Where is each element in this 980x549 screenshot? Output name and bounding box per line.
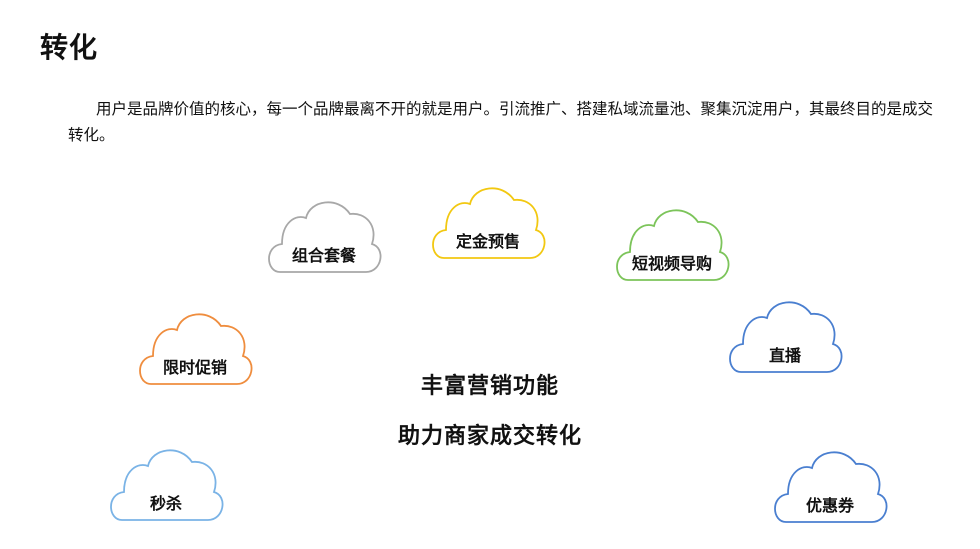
cloud-label: 秒杀 — [149, 494, 182, 513]
cloud-label: 定金预售 — [455, 232, 520, 251]
cloud-shape — [729, 301, 843, 373]
cloud-live-stream: 直播 — [723, 292, 847, 376]
cloud-label: 直播 — [768, 346, 801, 365]
cloud-shape — [268, 201, 382, 273]
cloud-coupon: 优惠券 — [768, 442, 892, 526]
cloud-label: 组合套餐 — [291, 246, 356, 265]
cloud-shape — [616, 209, 730, 281]
cloud-shape — [139, 313, 253, 385]
cloud-shape — [774, 451, 888, 523]
cloud-label: 限时促销 — [162, 358, 227, 377]
page-title: 转化 — [40, 31, 99, 64]
cloud-label: 优惠券 — [805, 496, 854, 515]
center-heading-line2: 助力商家成交转化 — [397, 424, 582, 449]
cloud-flash-sale: 秒杀 — [104, 440, 228, 524]
cloud-shape — [432, 187, 546, 259]
cloud-combo-package: 组合套餐 — [262, 192, 386, 276]
cloud-deposit-presale: 定金预售 — [426, 178, 550, 262]
cloud-shape — [110, 449, 224, 521]
cloud-limited-promo: 限时促销 — [133, 304, 257, 388]
center-heading-line1: 丰富营销功能 — [420, 374, 559, 399]
cloud-short-video: 短视频导购 — [610, 200, 734, 284]
intro-paragraph: 用户是品牌价值的核心，每一个品牌最离不开的就是用户。引流推广、搭建私域流量池、聚… — [68, 100, 934, 144]
cloud-label: 短视频导购 — [631, 254, 712, 273]
